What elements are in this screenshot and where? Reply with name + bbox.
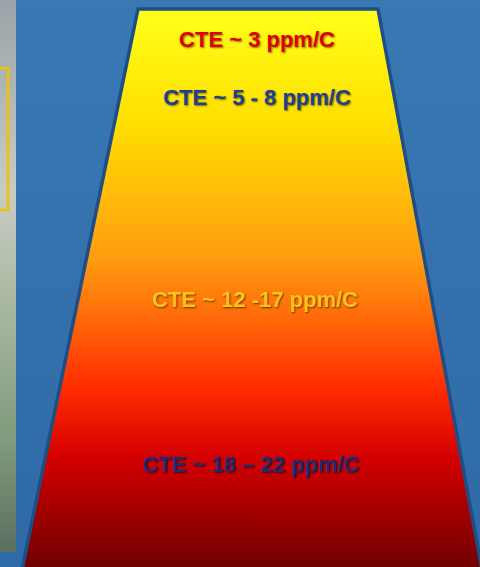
cte-label: CTE ~ 5 - 8 ppm/C xyxy=(163,85,351,110)
cte-trapezoid: CTE ~ 3 ppm/C CTE ~ 5 - 8 ppm/C CTE ~ 12 -… xyxy=(20,6,480,567)
cte-label: CTE ~ 12 -17 ppm/C xyxy=(152,287,358,312)
trapezoid-shape xyxy=(22,9,480,567)
photo-highlight-box xyxy=(0,68,8,210)
cte-label: CTE ~ 18 – 22 ppm/C xyxy=(142,452,359,477)
cte-label: CTE ~ 3 ppm/C xyxy=(179,27,335,52)
